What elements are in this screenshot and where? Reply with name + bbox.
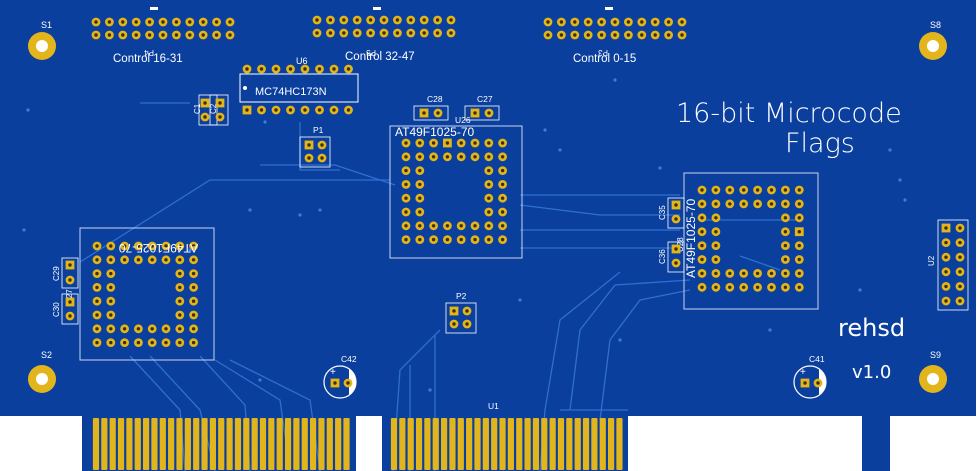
header-label-control-0-15: Control 0-15 xyxy=(573,53,636,65)
ref-c29: C29 xyxy=(52,266,61,281)
vias xyxy=(22,78,907,392)
u26-part-label: AT49F1025-70 xyxy=(395,125,474,139)
ref-s8: S8 xyxy=(930,20,941,30)
ref-u26: U26 xyxy=(455,115,471,125)
ref-c30: C30 xyxy=(52,302,61,317)
capacitor-c41: + xyxy=(793,365,827,399)
ref-p5: P5 xyxy=(366,48,376,57)
mounting-hole-s2 xyxy=(28,365,56,393)
ref-c36: C36 xyxy=(658,249,667,264)
u6-outline xyxy=(239,73,359,103)
ref-u27: U27 xyxy=(65,289,74,304)
board-title-line1: 16-bit Microcode xyxy=(676,98,902,129)
u28-outline xyxy=(683,172,819,310)
ref-p4: P4 xyxy=(144,48,154,57)
ref-c41: C41 xyxy=(809,354,825,364)
ref-s2: S2 xyxy=(41,350,52,360)
mounting-hole-s1 xyxy=(28,32,56,60)
u27-outline xyxy=(79,227,215,361)
capacitor-c42: + xyxy=(323,365,357,399)
svg-text:+: + xyxy=(800,367,806,378)
u27-part-label: AT49F1025-70 xyxy=(119,241,198,255)
board-title-line2: Flags xyxy=(785,128,855,159)
u28-part-label: AT49F1025-70 xyxy=(684,199,698,278)
ref-s1: S1 xyxy=(41,20,52,30)
board-version: v1.0 xyxy=(852,362,891,383)
mounting-hole-s9 xyxy=(919,365,947,393)
ref-u1: U1 xyxy=(488,401,499,411)
ref-p3: P3 xyxy=(598,48,608,57)
board-author: rehsd xyxy=(838,314,905,342)
ref-u6: U6 xyxy=(296,56,308,66)
u6-part-label: MC74HC173N xyxy=(255,86,327,98)
ref-s9: S9 xyxy=(930,350,941,360)
edge-connector-left xyxy=(92,418,350,470)
header-label-control-32-47: Control 32-47 xyxy=(345,51,415,63)
ref-c28: C28 xyxy=(427,94,443,104)
u26-outline xyxy=(389,125,523,259)
ref-p1: P1 xyxy=(313,125,324,135)
mounting-hole-s8 xyxy=(919,32,947,60)
ref-c42: C42 xyxy=(341,354,357,364)
header-label-control-16-31: Control 16-31 xyxy=(113,53,183,65)
ref-c1: C1 xyxy=(193,103,202,114)
svg-text:+: + xyxy=(330,367,336,378)
ref-c35: C35 xyxy=(658,205,667,220)
ref-u28: U28 xyxy=(676,237,685,252)
ref-u2: U2 xyxy=(927,255,936,266)
ref-c2: C2 xyxy=(209,103,218,114)
ref-c27: C27 xyxy=(477,94,493,104)
ref-p2: P2 xyxy=(456,291,467,301)
